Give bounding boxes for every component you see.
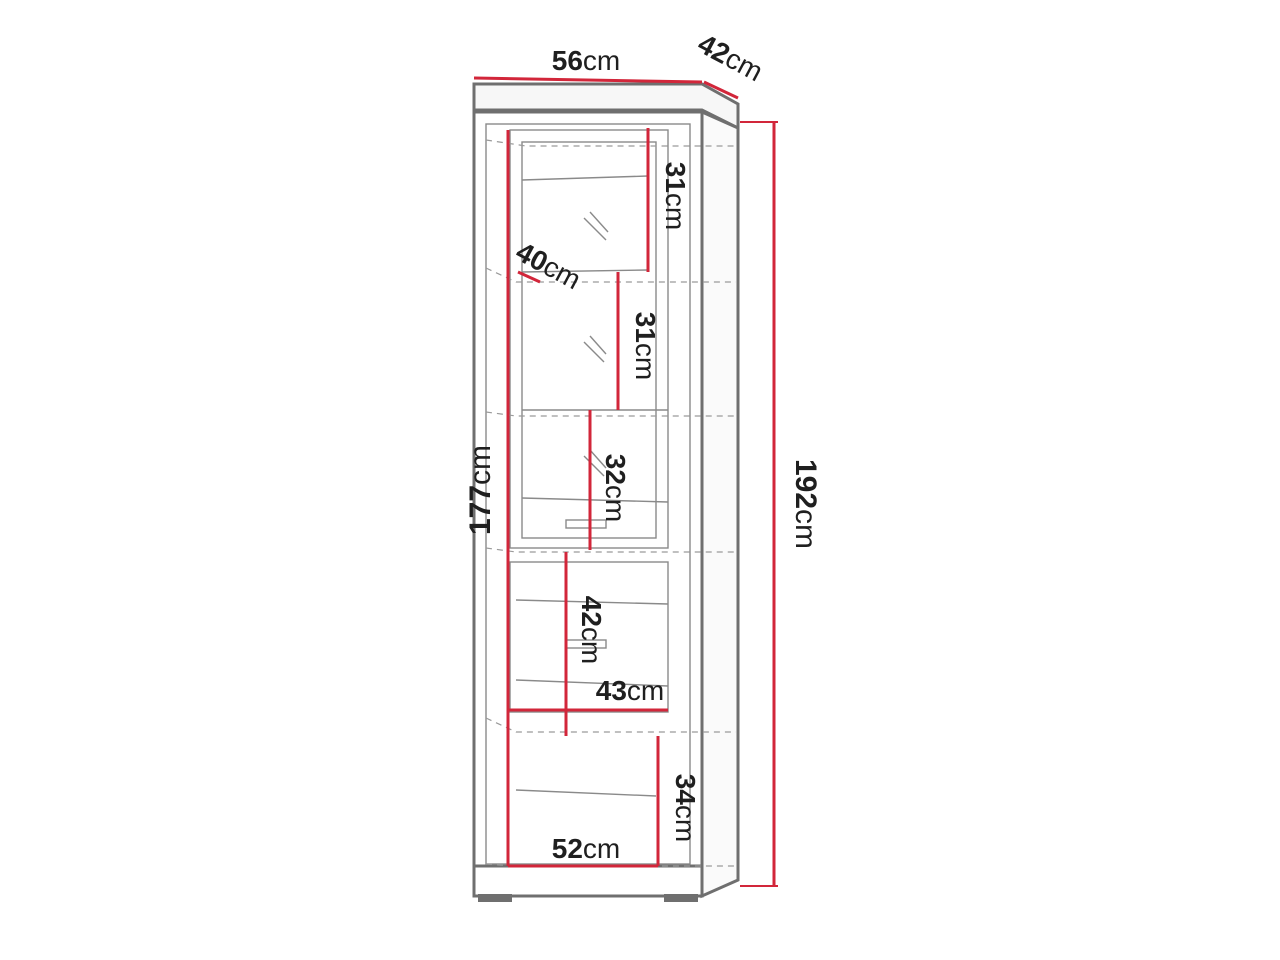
dim-line-shelf-depth — [517, 270, 541, 284]
solid-door — [509, 561, 669, 713]
dim-line-width — [473, 76, 703, 84]
shelf-line-4 — [485, 547, 736, 553]
glass-reflection-icon — [583, 211, 609, 477]
shelf-edge-f — [515, 679, 669, 687]
label-depth: 42cm — [693, 28, 768, 88]
label-shelf2: 31cm — [630, 312, 661, 380]
cabinet-body — [472, 110, 704, 898]
door-handle-upper — [565, 519, 607, 529]
label-inner-width-lower: 52cm — [552, 833, 620, 864]
dimension-lines — [473, 76, 778, 887]
label-width: 56cm — [552, 45, 620, 76]
shelf-line-6 — [485, 863, 736, 867]
label-shelf4: 42cm — [576, 596, 607, 664]
shelf-edge-a — [521, 175, 649, 181]
dim-line-depth — [703, 80, 739, 100]
label-height-total: 192cm — [789, 459, 822, 549]
label-shelf3: 32cm — [600, 454, 631, 522]
shelf-line-2 — [485, 267, 736, 283]
inner-frame — [485, 123, 691, 865]
label-shelf1: 31cm — [660, 162, 691, 230]
label-height-inner: 177cm — [464, 445, 497, 535]
shelf-line-1 — [485, 139, 736, 147]
label-shelf5: 34cm — [670, 774, 701, 842]
foot-left — [478, 894, 512, 902]
cabinet-drawing — [472, 82, 740, 902]
shelf-line-3 — [485, 411, 736, 417]
shelf-edge-b — [521, 269, 649, 273]
side-panel — [700, 109, 740, 899]
shelf-line-5 — [485, 717, 736, 733]
label-inner-width-upper: 43cm — [596, 675, 664, 706]
shelf-edge-d — [521, 497, 669, 503]
shelf-edge-e — [515, 599, 669, 605]
foot-right — [664, 894, 698, 902]
shelf-edge-g — [515, 789, 657, 797]
